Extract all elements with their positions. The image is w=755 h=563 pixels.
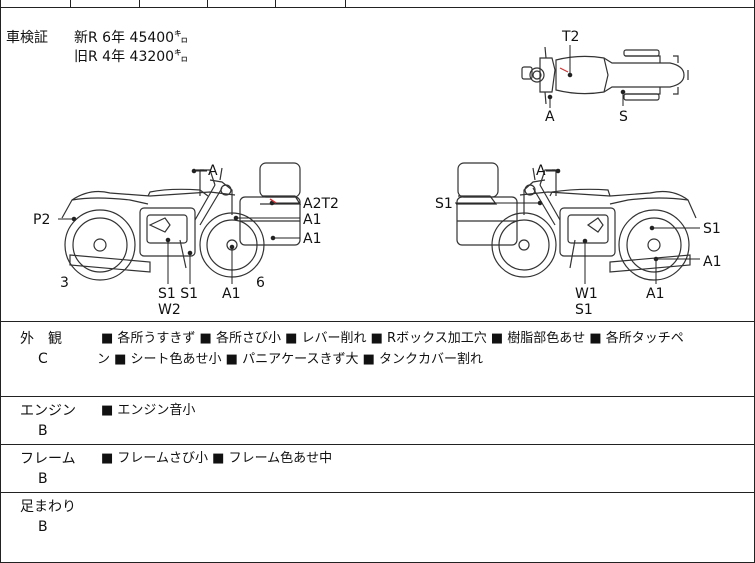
label-s1-right-right: S1 xyxy=(703,221,721,237)
section-divider xyxy=(0,321,755,322)
label-w2-left: W2 xyxy=(158,302,181,318)
section-title-suspension: 足まわり xyxy=(20,499,76,515)
section-divider xyxy=(0,444,755,445)
registration-old: 旧R 4年 43200㌔ xyxy=(74,49,189,65)
registration-new: 新R 6年 45400㌔ xyxy=(74,30,189,46)
top-row-divider xyxy=(0,7,755,8)
label-a1-left-3: A1 xyxy=(222,286,241,302)
section-title-frame: フレーム xyxy=(20,451,76,467)
registration-label: 車検証 xyxy=(6,30,48,46)
label-a1-right-right: A1 xyxy=(703,254,722,270)
left-view-motorcycle xyxy=(61,162,302,281)
label-6-left: 6 xyxy=(256,275,265,291)
label-t2-top: T2 xyxy=(562,29,580,45)
section-notes-exterior-2: ン ■ シート色あせ小 ■ パニアケースきず大 ■ タンクカバー割れ xyxy=(97,352,483,367)
label-3-left: 3 xyxy=(60,275,69,291)
section-notes-frame: ■ フレームさび小 ■ フレーム色あせ中 xyxy=(101,451,333,466)
top-view-motorcycle xyxy=(521,46,689,105)
label-a-right: A xyxy=(536,163,546,179)
section-grade-frame: B xyxy=(38,471,48,487)
label-w1-right: W1 xyxy=(575,286,598,302)
section-title-engine: エンジン xyxy=(20,403,76,419)
section-title-exterior: 外 観 xyxy=(20,331,62,347)
label-a1-left-2: A1 xyxy=(303,231,322,247)
right-view-motorcycle xyxy=(456,162,697,281)
top-cell-divider xyxy=(139,0,140,8)
label-s1-right-left: S1 xyxy=(435,196,453,212)
label-s-top: S xyxy=(619,109,628,125)
label-p2-left: P2 xyxy=(33,212,51,228)
motorcycle-damage-diagram xyxy=(58,45,700,284)
section-grade-suspension: B xyxy=(38,519,48,535)
label-a-left: A xyxy=(208,163,218,179)
section-notes-engine: ■ エンジン音小 xyxy=(101,403,196,418)
label-a2t2-left: A2T2 xyxy=(303,196,339,212)
top-cell-divider xyxy=(275,0,276,8)
section-divider xyxy=(0,396,755,397)
section-grade-exterior: C xyxy=(38,351,48,367)
label-a1-right-bottom: A1 xyxy=(646,286,665,302)
section-divider xyxy=(0,492,755,493)
label-s1s1-left: S1 S1 xyxy=(158,286,199,302)
top-cell-divider xyxy=(70,0,71,8)
label-a-top: A xyxy=(545,109,555,125)
label-s1-right-bottom: S1 xyxy=(575,302,593,318)
top-cell-divider xyxy=(207,0,208,8)
top-cell-divider xyxy=(345,0,346,8)
label-a1-left-1: A1 xyxy=(303,212,322,228)
section-grade-engine: B xyxy=(38,423,48,439)
section-notes-exterior-1: ■ 各所うすきず ■ 各所さび小 ■ レバー削れ ■ Rボックス加工穴 ■ 樹脂… xyxy=(101,331,684,346)
